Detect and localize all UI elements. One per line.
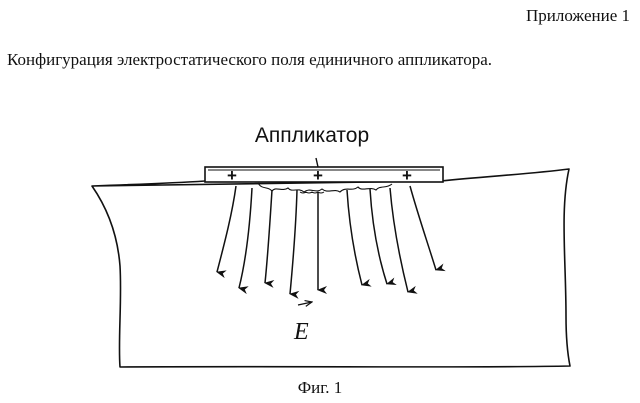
- plus-sign-center: +: [313, 166, 323, 185]
- applicator-label: Аппликатор: [255, 124, 369, 147]
- field-vector-label: E: [293, 319, 309, 345]
- field-arrow: [217, 186, 236, 272]
- field-arrow: [347, 190, 362, 285]
- contact-layer: [258, 183, 392, 192]
- vector-arrow: [298, 302, 312, 305]
- plus-sign-left: +: [227, 166, 237, 185]
- plus-sign-right: +: [402, 166, 412, 185]
- field-arrow: [370, 189, 387, 284]
- tissue-outline: [92, 169, 570, 367]
- field-arrow: [265, 190, 272, 283]
- figure-caption: Фиг. 1: [0, 378, 640, 398]
- field-arrow: [410, 186, 436, 270]
- field-lines: [217, 186, 436, 294]
- field-arrow: [390, 188, 408, 292]
- field-arrow: [290, 190, 297, 294]
- field-arrow: [239, 188, 252, 288]
